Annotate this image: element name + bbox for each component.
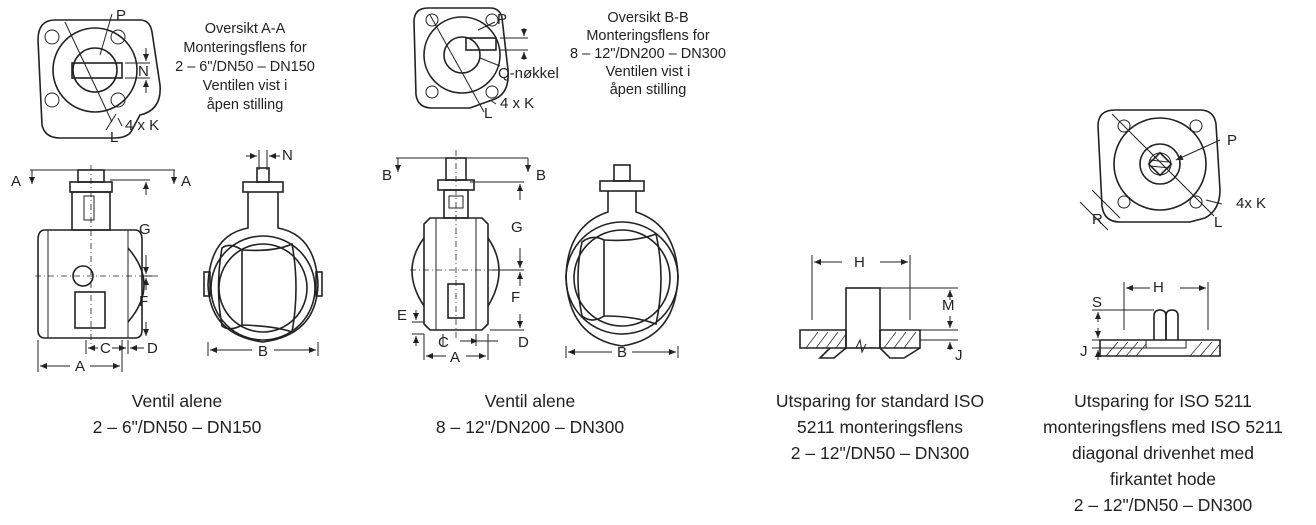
caption-standard-line-1: Utsparing for standard ISO <box>776 391 984 411</box>
label-c-large: C <box>438 334 449 351</box>
label-a-right: A <box>181 173 191 190</box>
caption-diagonal-line-1: Utsparing for ISO 5211 <box>1074 391 1252 411</box>
view-aa-line-1: Oversikt A-A <box>205 21 286 37</box>
view-bb-notes: Oversikt B-B Monteringsflens for 8 – 12"… <box>570 10 726 98</box>
label-f-small: F <box>139 293 148 310</box>
caption-large-line-1: Ventil alene <box>485 391 576 411</box>
view-bb-line-1: Oversikt B-B <box>607 10 688 26</box>
caption-diagonal-line-3: diagonal drivenhet med <box>1072 443 1254 463</box>
caption-large-valve: Ventil alene 8 – 12"/DN200 – DN300 <box>436 391 624 437</box>
caption-diagonal-line-2: monteringsflens med ISO 5211 <box>1043 417 1283 437</box>
view-aa-line-3: 2 – 6"/DN50 – DN150 <box>175 59 315 75</box>
label-r-diagonal: R <box>1092 211 1103 228</box>
caption-standard-line-2: 5211 monteringsflens <box>797 417 963 437</box>
view-aa-line-5: åpen stilling <box>207 97 284 113</box>
label-b-small: B <box>258 343 268 360</box>
label-p-diagonal: P <box>1227 132 1237 149</box>
label-h-diagonal: H <box>1153 279 1164 296</box>
view-aa-notes: Oversikt A-A Monteringsflens for 2 – 6"/… <box>175 21 315 113</box>
label-p-aa: P <box>116 7 126 24</box>
label-a-large: A <box>450 349 460 366</box>
caption-diagonal-line-5: 2 – 12"/DN50 – DN300 <box>1074 495 1253 515</box>
label-d-small: D <box>147 340 158 357</box>
flange-view-aa <box>37 13 161 139</box>
caption-small-line-2: 2 – 6"/DN50 – DN150 <box>93 417 262 437</box>
label-h-standard: H <box>854 254 865 271</box>
label-n-front: N <box>282 147 293 164</box>
label-l-diagonal: L <box>1214 214 1222 231</box>
caption-standard-line-3: 2 – 12"/DN50 – DN300 <box>791 443 970 463</box>
label-4xk-bb: 4 x K <box>500 95 534 112</box>
label-b-large: B <box>617 344 627 361</box>
label-j-standard: J <box>955 347 963 364</box>
caption-standard-recess: Utsparing for standard ISO 5211 monterin… <box>776 391 984 463</box>
flange-view-bb <box>413 7 528 113</box>
label-d-large: D <box>518 334 529 351</box>
label-g-small: G <box>139 221 151 238</box>
label-g-large: G <box>511 219 523 236</box>
caption-large-line-2: 8 – 12"/DN200 – DN300 <box>436 417 624 437</box>
small-valve-side-view <box>29 165 177 372</box>
label-s-diagonal: S <box>1092 294 1102 311</box>
label-f-large: F <box>511 289 520 306</box>
standard-recess-section <box>799 255 958 359</box>
label-4xk-diagonal: 4x K <box>1236 195 1266 212</box>
label-n-aa: N <box>138 63 149 80</box>
small-valve-front-view <box>203 150 323 356</box>
diagonal-recess-section <box>1092 282 1221 360</box>
label-a-left: A <box>11 173 21 190</box>
label-j-diagonal: J <box>1080 343 1088 360</box>
view-bb-line-5: åpen stilling <box>610 82 687 98</box>
label-e-large: E <box>397 307 407 324</box>
label-l-aa: L <box>110 129 118 146</box>
label-b-right: B <box>536 167 546 184</box>
label-b-left: B <box>382 167 392 184</box>
label-m-standard: M <box>942 297 955 314</box>
caption-small-valve: Ventil alene 2 – 6"/DN50 – DN150 <box>93 391 262 437</box>
view-aa-line-4: Ventilen vist i <box>203 78 288 94</box>
caption-diagonal-line-4: firkantet hode <box>1110 469 1216 489</box>
view-bb-line-4: Ventilen vist i <box>606 64 691 80</box>
label-a-bottom: A <box>75 358 85 375</box>
label-q-key: Q-nøkkel <box>498 65 559 82</box>
large-valve-side-view <box>395 150 531 360</box>
large-valve-front-view <box>565 164 679 358</box>
diagonal-flange-top-view <box>1079 109 1223 231</box>
label-c-small: C <box>100 340 111 357</box>
label-p-bb: P <box>497 11 507 28</box>
label-4xk-aa: 4 x K <box>125 117 159 134</box>
view-bb-line-3: 8 – 12"/DN200 – DN300 <box>570 46 726 62</box>
caption-small-line-1: Ventil alene <box>132 391 223 411</box>
view-bb-line-2: Monteringsflens for <box>586 28 709 44</box>
label-l-bb: L <box>484 105 492 122</box>
caption-diagonal-recess: Utsparing for ISO 5211 monteringsflens m… <box>1043 391 1283 515</box>
view-aa-line-2: Monteringsflens for <box>183 40 306 56</box>
